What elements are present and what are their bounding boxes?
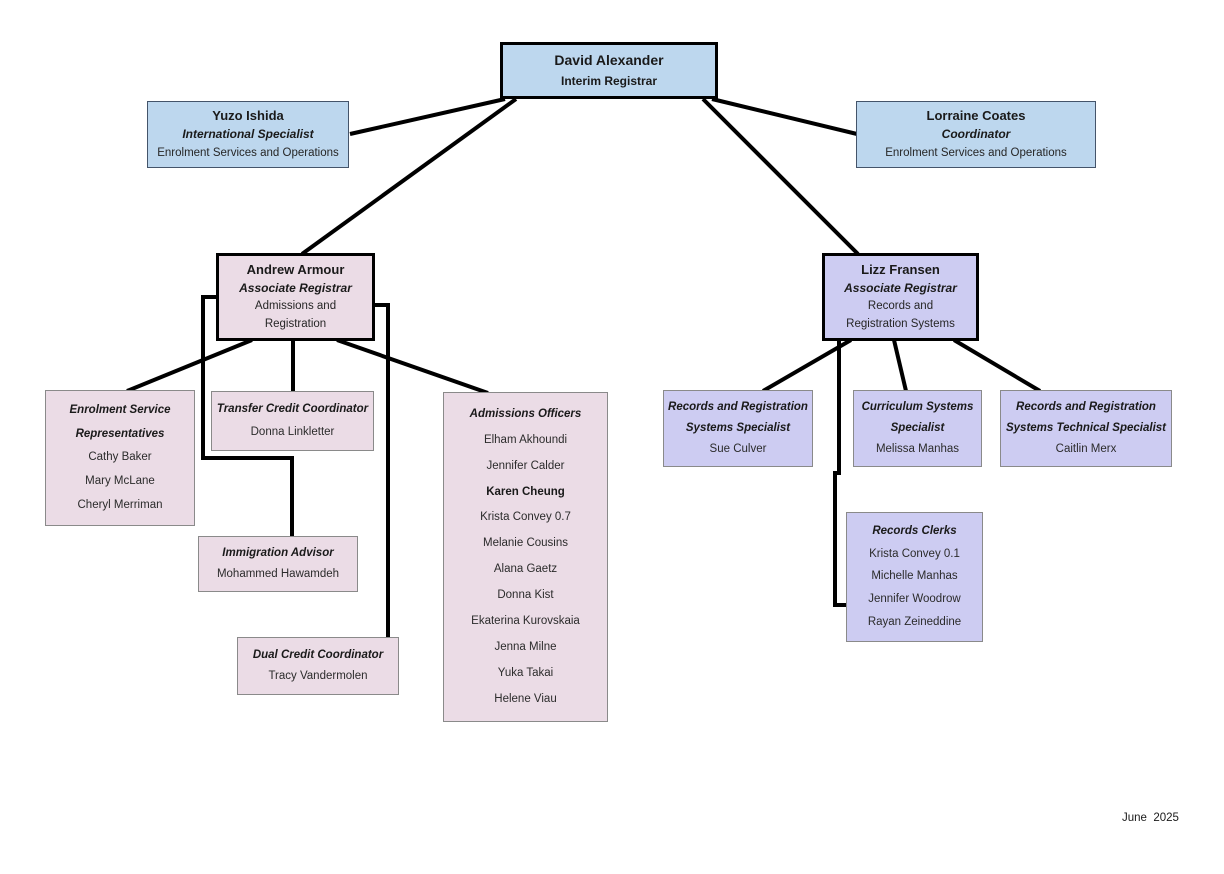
connector-lizz-rrts [952,338,1042,393]
org-box-transfer-credit-coordinator: Transfer Credit Coordinator Donna Linkle… [211,391,374,451]
chart-date: June 2025 [1122,812,1179,824]
group-title-line2: Specialist [890,421,945,434]
group-title-line2: Systems Specialist [685,421,791,434]
group-title: Admissions Officers [469,407,582,420]
group-title: Dual Credit Coordinator [252,648,384,661]
org-box-dual-credit-coordinator: Dual Credit Coordinator Tracy Vandermole… [237,637,399,695]
person-title: International Specialist [182,127,314,142]
member-name: Yuka Takai [497,667,554,680]
member-name: Elham Akhoundi [483,433,568,446]
member-name: Melissa Manhas [875,442,960,455]
org-box-david-alexander: David Alexander Interim Registrar [500,42,718,99]
member-name: Helene Viau [494,693,557,706]
group-title-line1: Enrolment Service [69,403,171,416]
group-title-line2: Representatives [75,427,165,440]
org-box-enrolment-service-representatives: Enrolment Service Representatives Cathy … [45,390,195,526]
member-name: Melanie Cousins [482,537,568,550]
member-name: Mohammed Hawamdeh [216,567,340,580]
member-name: Cathy Baker [88,451,152,464]
group-title-line2: Systems Technical Specialist [1005,421,1166,434]
connector-andrew-adm [336,338,489,395]
person-name: Yuzo Ishida [212,108,284,124]
person-dept-line2: Registration [264,317,327,330]
member-name: Cheryl Merriman [77,499,163,512]
member-name: Mary McLane [85,475,155,488]
connector-lizz-css [892,339,908,392]
person-title: Associate Registrar [844,280,957,295]
org-box-immigration-advisor: Immigration Advisor Mohammed Hawamdeh [198,536,358,592]
member-name: Karen Cheung [486,485,565,498]
org-box-admissions-officers: Admissions Officers Elham Akhoundi Jenni… [443,392,608,722]
member-name: Tracy Vandermolen [268,670,368,683]
group-title-line1: Records and Registration [668,400,808,413]
person-name: David Alexander [554,52,664,69]
person-dept-line2: Registration Systems [846,317,955,330]
person-name: Lizz Fransen [861,261,940,277]
org-box-yuzo-ishida: Yuzo Ishida International Specialist Enr… [147,101,349,168]
group-title: Immigration Advisor [222,546,334,559]
person-title: Coordinator [941,127,1011,142]
member-name: Rayan Zeineddine [867,616,962,629]
member-name: Krista Convey 0.7 [480,511,571,524]
group-title-line1: Records and Registration [1016,400,1156,413]
connector-andrew-esr [126,338,253,393]
member-name: Michelle Manhas [871,570,958,583]
connector-david-yuzo [349,97,506,136]
connector-david-lorraine [711,97,858,136]
person-dept-line1: Records and [867,299,934,312]
member-name: Alana Gaetz [493,563,558,576]
org-box-records-registration-systems-specialist: Records and Registration Systems Special… [663,390,813,467]
member-name: Caitlin Merx [1055,442,1117,455]
person-dept: Enrolment Services and Operations [157,146,339,159]
member-name: Sue Culver [709,442,767,455]
org-box-curriculum-systems-specialist: Curriculum Systems Specialist Melissa Ma… [853,390,982,467]
org-box-records-registration-systems-technical-specialist: Records and Registration Systems Technic… [1000,390,1172,467]
member-name: Donna Kist [497,589,554,602]
connector-andrew-dcc [374,303,390,638]
connector-lizz-clerks [833,340,847,607]
connector-david-lizz [701,97,860,256]
connector-andrew-imm [201,295,294,537]
person-dept-line1: Admissions and [254,299,337,312]
org-box-andrew-armour: Andrew Armour Associate Registrar Admiss… [216,253,375,341]
connector-david-andrew [300,97,518,256]
person-name: Lorraine Coates [926,108,1026,124]
member-name: Donna Linkletter [250,425,335,438]
member-name: Krista Convey 0.1 [869,547,960,560]
member-name: Jennifer Woodrow [868,593,961,606]
person-title: Interim Registrar [560,73,658,88]
org-box-lizz-fransen: Lizz Fransen Associate Registrar Records… [822,253,979,341]
member-name: Jennifer Calder [486,459,565,472]
group-title: Transfer Credit Coordinator [216,403,369,416]
person-title: Associate Registrar [239,280,352,295]
group-title-line1: Curriculum Systems [861,400,974,413]
person-name: Andrew Armour [246,261,345,277]
connector-lizz-rrs [761,338,853,393]
member-name: Ekaterina Kurovskaia [471,615,580,628]
group-title: Records Clerks [872,524,957,537]
member-name: Jenna Milne [494,641,557,654]
person-dept: Enrolment Services and Operations [885,146,1067,159]
org-box-lorraine-coates: Lorraine Coates Coordinator Enrolment Se… [856,101,1096,168]
org-box-records-clerks: Records Clerks Krista Convey 0.1 Michell… [846,512,983,642]
